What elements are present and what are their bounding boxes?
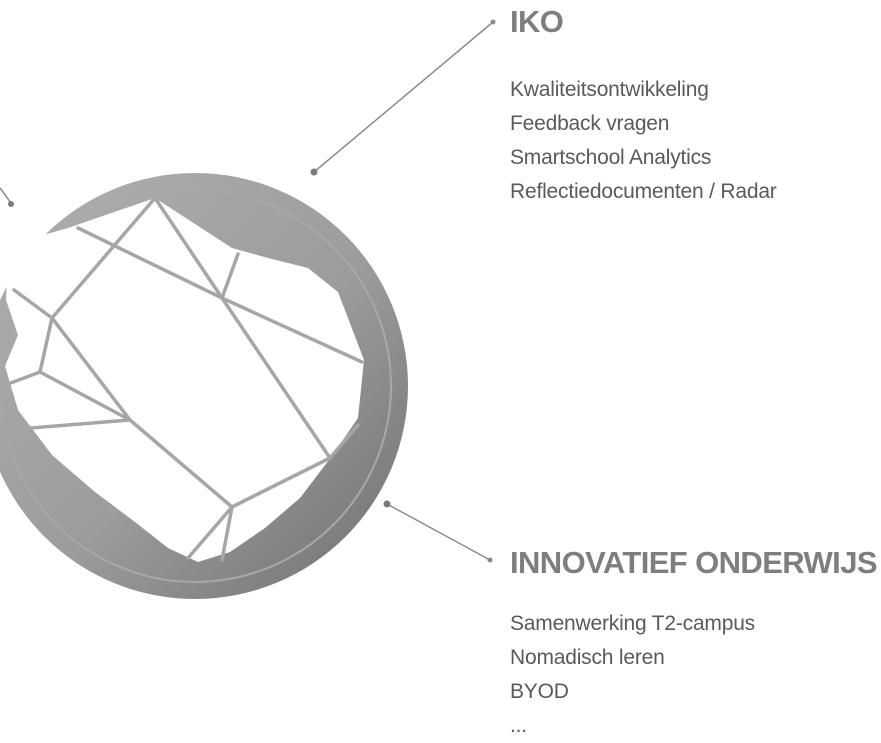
iko-list: Kwaliteitsontwikkeling Feedback vragen S… [510, 73, 777, 209]
ring-inner-edge [0, 189, 392, 583]
connector-dot-left [8, 201, 14, 207]
iko-item: Reflectiedocumenten / Radar [510, 180, 777, 203]
iko-item: Feedback vragen [510, 112, 670, 135]
innovatief-section: INNOVATIEF ONDERWIJS Samenwerking T2-cam… [510, 545, 878, 743]
innovatief-item: BYOD [510, 680, 569, 703]
connector-line-innovatief [386, 503, 491, 561]
iko-item: Smartschool Analytics [510, 146, 712, 169]
connector-dot-label-innovatief [487, 557, 493, 563]
innovatief-heading: INNOVATIEF ONDERWIJS [510, 545, 878, 580]
iko-heading: IKO [510, 4, 564, 39]
connector-dot-ring-iko [310, 168, 318, 176]
inner-white-shape [5, 198, 364, 562]
connector-line-left [0, 187, 12, 204]
connector-dot-ring-innovatief [383, 500, 391, 508]
innovatief-list: Samenwerking T2-campus Nomadisch leren B… [510, 607, 877, 743]
innovatief-item: Samenwerking T2-campus [510, 612, 755, 635]
iko-section: IKO Kwaliteitsontwikkeling Feedback vrag… [510, 6, 777, 209]
innovatief-item: Nomadisch leren [510, 646, 665, 669]
connector-line-iko [313, 21, 494, 173]
connector-dot-label-iko [490, 19, 496, 25]
innovatief-item: ... [510, 714, 527, 737]
iko-item: Kwaliteitsontwikkeling [510, 78, 709, 101]
network-lines [4, 196, 364, 562]
connectors [0, 19, 496, 563]
